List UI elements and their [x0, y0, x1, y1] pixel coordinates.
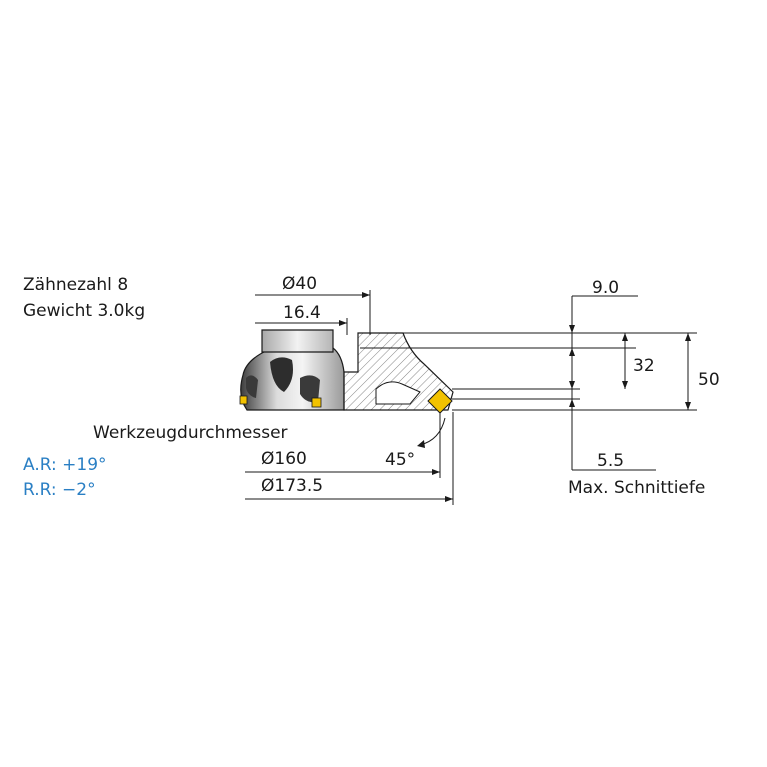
top-step-label: 9.0 [592, 278, 619, 298]
section-pocket [375, 381, 421, 405]
axial-rake-label: A.R: +19° [23, 455, 107, 475]
section-body [343, 332, 454, 411]
insert-small-left [239, 395, 248, 405]
keyway-width-label: 16.4 [283, 303, 321, 323]
height-dims [569, 295, 691, 471]
body-height-label: 32 [633, 356, 655, 376]
tool-body-3d [239, 329, 345, 411]
tool-hub [261, 329, 334, 353]
chip-pocket-1 [270, 357, 293, 392]
radial-rake-label: R.R: −2° [23, 480, 96, 500]
chip-pocket-2 [300, 375, 320, 403]
weight-label: Gewicht 3.0kg [23, 301, 145, 321]
chip-pocket-3 [246, 375, 258, 398]
teeth-count-label: Zähnezahl 8 [23, 275, 128, 295]
cutting-diameter-label: Ø160 [261, 449, 307, 469]
depth-value-label: 5.5 [597, 451, 624, 471]
diameter-dims [245, 290, 454, 505]
insert-small-mid [311, 397, 322, 408]
lead-angle-label: 45° [385, 450, 415, 470]
bore-diameter-label: Ø40 [282, 274, 317, 294]
tool-diameter-label: Werkzeugdurchmesser [93, 423, 288, 443]
total-height-label: 50 [698, 370, 720, 390]
outer-diameter-label: Ø173.5 [261, 476, 323, 496]
half-section [343, 332, 454, 414]
max-depth-label: Max. Schnittiefe [568, 478, 705, 498]
extension-lines [360, 332, 697, 411]
